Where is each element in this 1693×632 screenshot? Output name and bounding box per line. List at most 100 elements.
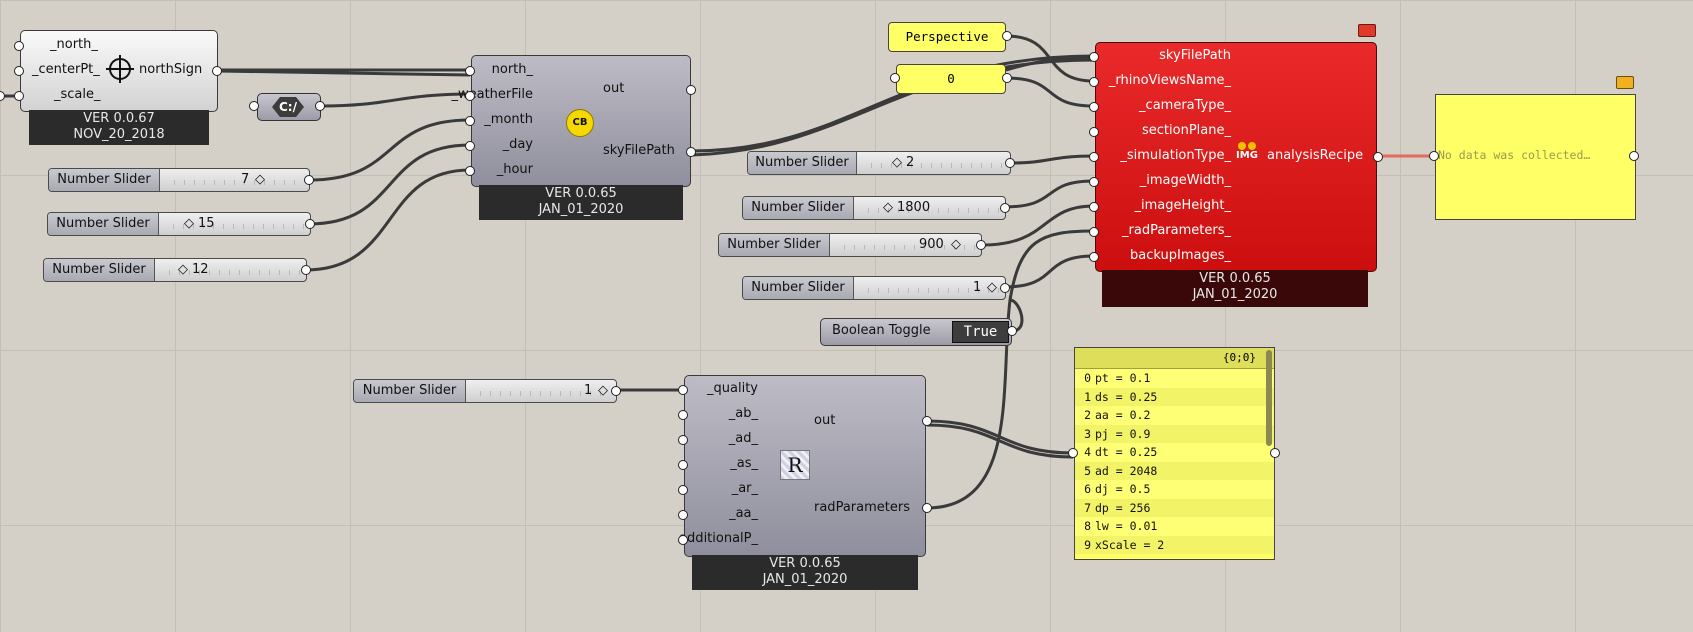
slider-value: 1: [973, 280, 982, 295]
grip-northsign-out[interactable]: [212, 66, 222, 76]
grip-perspective-out[interactable]: [1002, 31, 1012, 41]
grip-slider-height-out[interactable]: [976, 240, 986, 250]
slider-knob-icon[interactable]: ◇: [951, 237, 961, 252]
sky-component[interactable]: north_ _weatherFile _month _day _hour CB…: [451, 55, 691, 221]
grip-path-out[interactable]: [315, 101, 325, 111]
zero-panel[interactable]: 0: [896, 64, 1006, 94]
input-ad: _ad_: [728, 431, 758, 446]
grip-north-in[interactable]: [14, 41, 24, 51]
grip-sky-month-in[interactable]: [465, 116, 475, 126]
number-slider-day[interactable]: Number Slider ◇ 15: [47, 212, 311, 236]
number-slider-imagewidth[interactable]: Number Slider ◇ 1800: [742, 196, 1006, 220]
grip-output-panel-in[interactable]: [1429, 151, 1439, 161]
number-slider-imageheight[interactable]: Number Slider 900 ◇: [718, 233, 982, 257]
grip-recipe-in-4[interactable]: [1089, 152, 1099, 162]
grip-zero-in[interactable]: [890, 73, 900, 83]
grip-recipe-in-3[interactable]: [1089, 127, 1099, 137]
slider-knob-icon[interactable]: ◇: [598, 383, 608, 398]
grip-sky-north-in[interactable]: [465, 66, 475, 76]
output-panel-message-icon[interactable]: [1616, 76, 1634, 89]
input-north: _north_: [50, 37, 98, 52]
grip-slider-hour-out[interactable]: [301, 265, 311, 275]
slider-track[interactable]: [471, 380, 610, 402]
grip-recipe-out[interactable]: [1373, 152, 1383, 162]
rad-parameters-component[interactable]: _quality _ab_ _ad_ _as_ _ar_ _aa_ additi…: [679, 375, 928, 591]
slider-knob-icon[interactable]: ◇: [184, 216, 194, 231]
grip-slider-day-out[interactable]: [305, 219, 315, 229]
grip-path-in[interactable]: [249, 101, 259, 111]
perspective-panel[interactable]: Perspective: [888, 22, 1006, 52]
grip-sky-out[interactable]: [686, 85, 696, 95]
boolean-toggle[interactable]: Boolean Toggle True: [820, 318, 1012, 346]
grip-rad-in-3[interactable]: [678, 460, 688, 470]
wire-radparams: [926, 229, 1095, 510]
grip-recipe-in-8[interactable]: [1089, 252, 1099, 262]
number-slider-backupimages[interactable]: Number Slider 1 ◇: [742, 276, 1006, 300]
path-parameter[interactable]: C:/: [257, 93, 321, 121]
grip-recipe-in-6[interactable]: [1089, 202, 1099, 212]
grip-rad-in-5[interactable]: [678, 510, 688, 520]
slider-track[interactable]: [164, 213, 304, 235]
grip-toggle-out[interactable]: [1007, 326, 1017, 336]
toggle-value[interactable]: True: [952, 321, 1009, 343]
slider-track[interactable]: [859, 277, 999, 299]
grip-recipe-in-7[interactable]: [1089, 227, 1099, 237]
date-label: NOV_20_2018: [73, 127, 165, 142]
grip-sky-hour-in[interactable]: [465, 166, 475, 176]
grip-output-panel-out[interactable]: [1629, 151, 1639, 161]
recipe-message-icon[interactable]: [1358, 24, 1376, 37]
grip-recipe-in-1[interactable]: [1089, 77, 1099, 87]
date-label: JAN_01_2020: [1192, 287, 1278, 302]
recipe-body[interactable]: [1095, 42, 1377, 272]
grip-data-panel-out[interactable]: [1270, 448, 1280, 458]
slider-track[interactable]: [165, 169, 303, 191]
grip-rad-in-1[interactable]: [678, 410, 688, 420]
grip-slider-quality-out[interactable]: [611, 386, 621, 396]
grip-recipe-in-0[interactable]: [1089, 52, 1099, 62]
data-panel-scrollbar[interactable]: [1266, 350, 1272, 446]
grip-slider-month-out[interactable]: [304, 175, 314, 185]
number-slider-simulationtype[interactable]: Number Slider ◇ 2: [747, 151, 1011, 175]
grip-sky-day-in[interactable]: [465, 141, 475, 151]
slider-value: 1: [584, 383, 593, 398]
slider-knob-icon[interactable]: ◇: [883, 200, 893, 215]
slider-knob-icon[interactable]: ◇: [987, 280, 997, 295]
grip-data-panel-in[interactable]: [1068, 448, 1078, 458]
slider-track[interactable]: [859, 197, 999, 219]
slider-track[interactable]: [160, 259, 300, 281]
grip-rad-in-0[interactable]: [678, 385, 688, 395]
grip-slider-width-out[interactable]: [1000, 203, 1010, 213]
grip-sky-skyfilepath-out[interactable]: [686, 147, 696, 157]
number-slider-month[interactable]: Number Slider 7 ◇: [48, 168, 310, 192]
grip-sky-weatherfile-in[interactable]: [465, 91, 475, 101]
north-sign-component[interactable]: _north_ _centerPt_ _scale_ northSign VER…: [20, 30, 220, 146]
grip-scale-in[interactable]: [14, 91, 24, 101]
row-index: 8: [1084, 519, 1091, 533]
grip-zero-out[interactable]: [1002, 73, 1012, 83]
grip-rad-radparameters-out[interactable]: [922, 503, 932, 513]
slider-knob-icon[interactable]: ◇: [178, 262, 188, 277]
grip-recipe-in-5[interactable]: [1089, 177, 1099, 187]
grip-rad-in-2[interactable]: [678, 435, 688, 445]
grip-rad-in-4[interactable]: [678, 485, 688, 495]
grip-slider-backup-out[interactable]: [1000, 283, 1010, 293]
slider-knob-icon[interactable]: ◇: [892, 155, 902, 170]
number-slider-quality[interactable]: Number Slider 1 ◇: [353, 379, 617, 403]
slider-track[interactable]: [835, 234, 975, 256]
number-slider-hour[interactable]: Number Slider ◇ 12: [43, 258, 307, 282]
slider-track[interactable]: [862, 152, 1004, 174]
grip-rad-in-6[interactable]: [678, 535, 688, 545]
grip-centerpt-in[interactable]: [14, 66, 24, 76]
data-panel-header: {0;0}: [1075, 348, 1274, 369]
slider-knob-icon[interactable]: ◇: [255, 172, 265, 187]
grip-slider-simtype-out[interactable]: [1005, 158, 1015, 168]
wire-zero-2: [1005, 56, 1095, 72]
grip-recipe-in-2[interactable]: [1089, 102, 1099, 112]
grip-rad-out[interactable]: [922, 416, 932, 426]
output-panel[interactable]: No data was collected…: [1435, 94, 1636, 220]
analysis-recipe-component[interactable]: skyFilePath _rhinoViewsName_ _cameraType…: [1095, 42, 1379, 310]
